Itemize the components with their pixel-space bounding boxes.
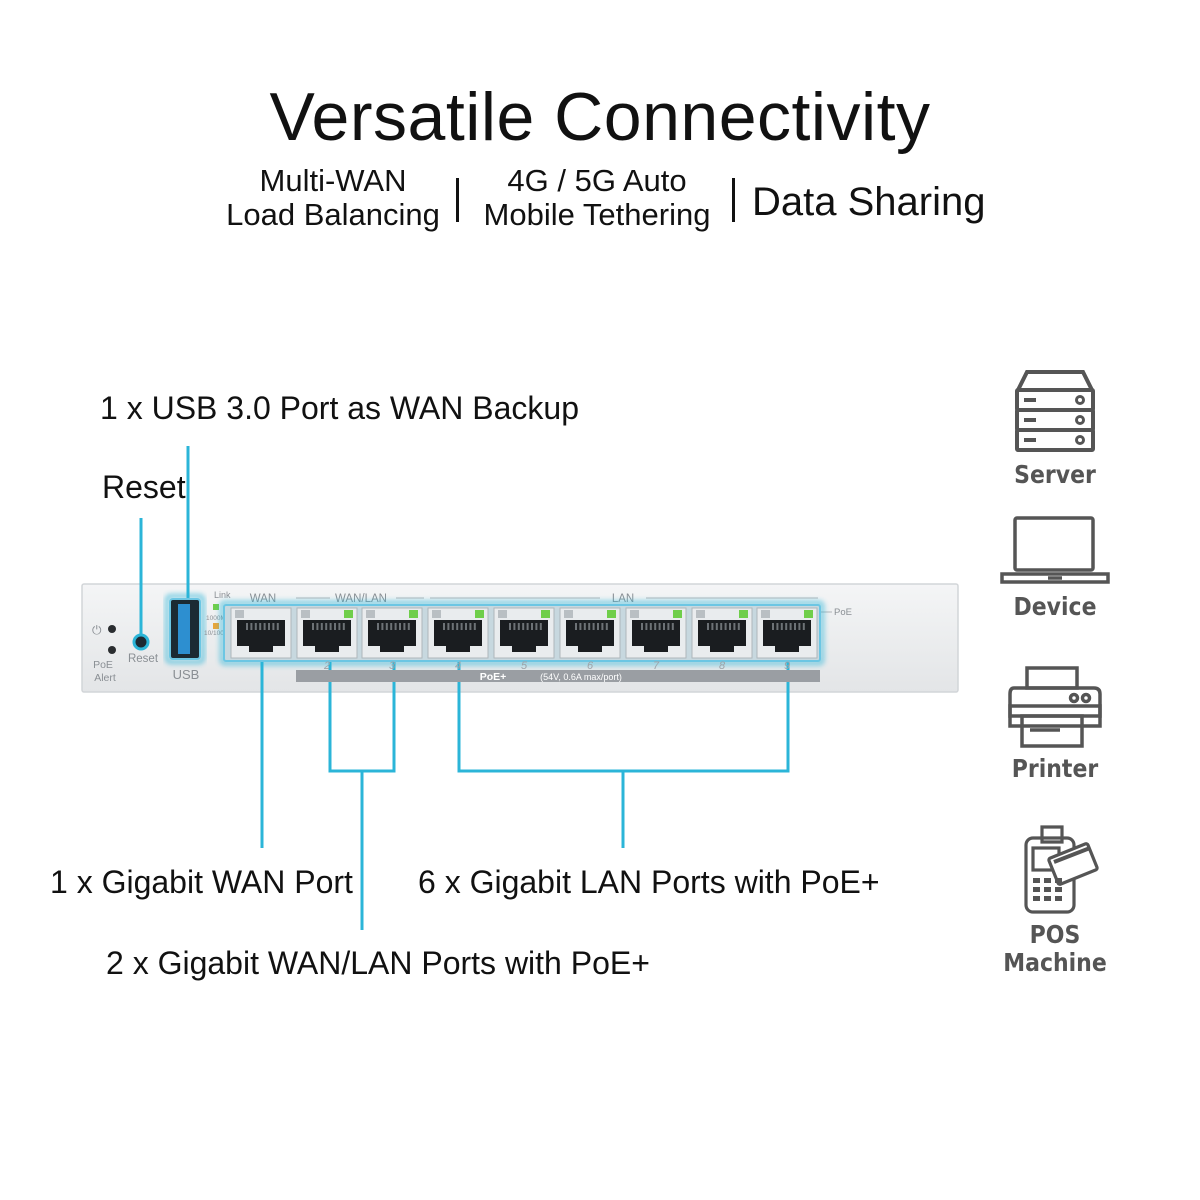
lan-port[interactable] bbox=[756, 607, 818, 659]
usb-port-glow bbox=[164, 593, 206, 665]
port-number: 6 bbox=[587, 660, 594, 672]
speed-1000-label: 1000M bbox=[206, 615, 226, 622]
lan-port[interactable] bbox=[559, 607, 621, 659]
feature-line: 4G / 5G Auto bbox=[507, 163, 687, 198]
port-number: 9 bbox=[784, 660, 790, 672]
device-label: Server bbox=[1014, 460, 1096, 489]
feature-line: Load Balancing bbox=[226, 197, 440, 232]
callout-lines bbox=[139, 446, 790, 930]
device-label: Printer bbox=[1011, 754, 1099, 783]
page-title: Versatile Connectivity bbox=[269, 79, 931, 155]
port-led bbox=[696, 610, 705, 618]
port-number: 7 bbox=[653, 660, 660, 672]
wan-port[interactable] bbox=[230, 607, 292, 659]
poe-led bbox=[739, 610, 748, 618]
port-bank-glow bbox=[219, 600, 825, 666]
power-led bbox=[108, 625, 116, 633]
feature-line: Multi-WAN bbox=[259, 163, 407, 198]
port-number: 4 bbox=[455, 660, 461, 672]
port-led bbox=[564, 610, 573, 618]
poe-led bbox=[409, 610, 418, 618]
usb-port-tongue bbox=[178, 604, 190, 654]
reset-label: Reset bbox=[128, 653, 159, 665]
link-100-led bbox=[213, 623, 219, 629]
poe-led bbox=[673, 610, 682, 618]
feature-data-sharing: Data Sharing bbox=[752, 180, 986, 224]
poe-led bbox=[475, 610, 484, 618]
device-laptop: Device bbox=[990, 512, 1120, 621]
lan-port[interactable] bbox=[625, 607, 687, 659]
port-number: 5 bbox=[521, 660, 528, 672]
poe-led bbox=[804, 610, 813, 618]
wan-lan-port[interactable] bbox=[296, 607, 358, 659]
callout-wan: 1 x Gigabit WAN Port bbox=[50, 864, 353, 900]
poe-band-title: PoE+ bbox=[480, 671, 507, 683]
feature-line: Data Sharing bbox=[752, 180, 986, 224]
port-led bbox=[366, 610, 375, 618]
port-led bbox=[235, 610, 244, 618]
reset-button[interactable] bbox=[132, 633, 150, 651]
callout-reset: Reset bbox=[102, 469, 186, 505]
port-numbers: 2 3 4 5 6 7 8 9 bbox=[323, 660, 790, 672]
feature-row: Multi-WAN Load Balancing 4G / 5G Auto Mo… bbox=[0, 162, 1200, 242]
port-led bbox=[432, 610, 441, 618]
poe-alert-label: Alert bbox=[94, 672, 116, 684]
poe-led bbox=[607, 610, 616, 618]
feature-mobile-tethering: 4G / 5G Auto Mobile Tethering bbox=[472, 164, 722, 232]
usb-label: USB bbox=[173, 667, 200, 682]
port-number: 8 bbox=[719, 660, 726, 672]
port-led bbox=[761, 610, 770, 618]
speed-100-label: 10/100M bbox=[204, 630, 229, 637]
callout-usb: 1 x USB 3.0 Port as WAN Backup bbox=[100, 390, 579, 426]
poe-band-spec: (54V, 0.6A max/port) bbox=[540, 672, 622, 682]
device-label: Machine bbox=[1003, 948, 1107, 977]
feature-separator bbox=[456, 178, 459, 222]
server-icon bbox=[1015, 370, 1095, 452]
ethernet-ports bbox=[230, 607, 818, 659]
lan-port[interactable] bbox=[493, 607, 555, 659]
lan-port[interactable] bbox=[691, 607, 753, 659]
laptop-icon bbox=[1000, 516, 1110, 584]
feature-separator bbox=[732, 178, 735, 222]
power-icon: ⏻ bbox=[92, 623, 102, 637]
device-printer: Printer bbox=[990, 664, 1120, 783]
poe-side-label: PoE bbox=[834, 607, 852, 618]
port-led bbox=[630, 610, 639, 618]
device-label: POS bbox=[1029, 920, 1081, 949]
printer-icon bbox=[1008, 666, 1102, 748]
port-led bbox=[301, 610, 310, 618]
feature-line: Mobile Tethering bbox=[483, 197, 711, 232]
lan-port[interactable] bbox=[427, 607, 489, 659]
pos-machine-icon bbox=[1024, 825, 1099, 914]
callout-wan-lan: 2 x Gigabit WAN/LAN Ports with PoE+ bbox=[106, 945, 650, 981]
poe-alert-label: PoE bbox=[93, 659, 113, 671]
feature-multi-wan: Multi-WAN Load Balancing bbox=[222, 164, 444, 232]
wan-lan-port[interactable] bbox=[361, 607, 423, 659]
link-1000-led bbox=[213, 604, 219, 610]
callout-lan: 6 x Gigabit LAN Ports with PoE+ bbox=[418, 864, 880, 900]
device-label: Device bbox=[1013, 592, 1097, 621]
poe-led bbox=[541, 610, 550, 618]
port-number: 3 bbox=[389, 660, 396, 672]
device-server: Server bbox=[990, 366, 1120, 489]
device-pos-machine: POS Machine bbox=[990, 824, 1120, 977]
poe-led bbox=[344, 610, 353, 618]
port-number: 2 bbox=[323, 660, 330, 672]
link-label: Link bbox=[214, 590, 231, 600]
poe-alert-led bbox=[108, 646, 116, 654]
port-led bbox=[498, 610, 507, 618]
poe-band bbox=[296, 670, 820, 682]
